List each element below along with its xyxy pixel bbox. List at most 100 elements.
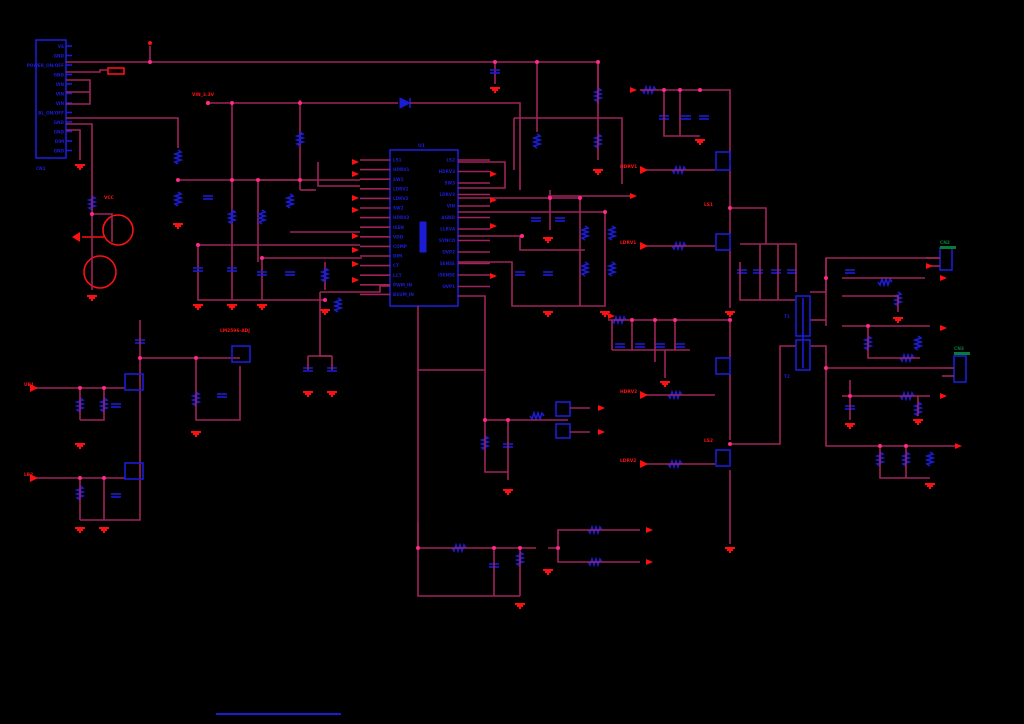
controller-pin-label: SW1 [393,177,404,182]
junction-dot [78,386,82,390]
resistor [579,225,591,241]
junction-dot [102,476,106,480]
net-arrow [646,559,653,565]
hdrv2-label: HDRV2 [620,389,637,395]
ground-symbol [173,223,183,229]
connector-pin-label: BL_ON/OFF [38,111,64,116]
regulator-ref: LM2596-ADJ [220,328,250,334]
resistor [924,451,936,467]
net-arrow [352,277,359,283]
net-arrow [940,275,947,281]
controller-pin-label: COMP [393,244,407,249]
power-stage-wires [597,62,955,544]
resistor [172,191,184,207]
ground-symbol [227,304,237,310]
controller-pin-label: LDRV1 [393,186,409,191]
ground-symbol [515,603,525,609]
ground-symbols [75,87,935,609]
ls2-label: LS2 [704,438,713,444]
lb2-label: LB2 [24,472,33,478]
resistor [579,261,591,277]
cn3-label: CN3 [954,346,964,352]
net-arrows [352,87,962,565]
net-arrow [598,405,605,411]
ground-symbol [193,304,203,310]
capacitors [111,69,855,568]
controller-pin-label: HDRV1 [393,167,409,172]
net-arrow [352,247,359,253]
junction-dot [493,60,497,64]
junction-dot [866,324,870,328]
transformers: T1 T2 [784,295,811,379]
ldrv1-label: LDRV1 [620,240,636,246]
ground-symbol [600,311,610,317]
connector-pin-label: VIN [56,82,65,87]
junction-dot [102,386,106,390]
net-arrow [352,159,359,165]
ground-symbol [75,527,85,533]
ground-symbol [845,423,855,429]
controller-pin-label: HDRV3 [439,169,455,174]
ls1-label: LS1 [704,202,713,208]
junction-dot [520,234,524,238]
net-arrow [926,263,933,269]
resistor [606,225,618,241]
net-arrow [490,171,497,177]
ground-symbol [303,391,313,397]
ground-symbol [893,317,903,323]
resistor [531,133,543,149]
junction-dot [728,318,732,322]
connector-pin-label: VS [58,44,64,49]
controller-pin-label: SENSE [440,261,455,266]
feedback-section [417,370,640,597]
junction-dot [824,366,828,370]
junction-dot [78,476,82,480]
ground-symbol [543,237,553,243]
junction-dot [653,318,657,322]
ground-symbol [725,311,735,317]
ground-symbol [99,527,109,533]
ground-symbol [660,381,670,387]
net-arrow [955,443,962,449]
junction-dot [518,546,522,550]
connector-pin-label: GND [54,130,65,135]
ground-symbol [257,304,267,310]
resistor [332,297,344,313]
connector-pin-label: GND [54,149,65,154]
resistor [226,209,238,225]
ground-symbol [725,547,735,553]
net-arrow [352,207,359,213]
junction-dot [728,206,732,210]
controller-pin-label: SW2 [393,206,404,211]
junction-dot [662,88,666,92]
net-arrow [490,197,497,203]
controller-wires [178,117,630,420]
resistor [606,261,618,277]
junction-dot [904,444,908,448]
junction-dot [230,178,234,182]
junction-dot [176,178,180,182]
junction-dot [260,256,264,260]
junction-dot [678,88,682,92]
junction-dot [556,546,560,550]
controller-pin-label: LLRV4 [440,227,455,232]
ground-symbol [543,569,553,575]
ground-symbol [913,419,923,425]
controller-pin-label: LDRV2 [393,196,409,201]
junction-dot [878,444,882,448]
net-arrow [490,273,497,279]
junction-dot [148,60,152,64]
controller-pin-label: AGND [441,215,455,220]
resistor [877,276,893,288]
junction-dot [416,546,420,550]
t2-label: T2 [784,374,790,379]
controller-pin-label: CT [393,263,399,268]
controller-pin-label: LDRV3 [439,192,455,197]
controller-pin-label: BSUM_IN [393,292,414,297]
junction-dot [492,546,496,550]
ground-symbol [191,431,201,437]
ground-symbol [593,169,603,175]
junction-dot [230,101,234,105]
junction-dot [298,101,302,105]
net-arrow [940,393,947,399]
